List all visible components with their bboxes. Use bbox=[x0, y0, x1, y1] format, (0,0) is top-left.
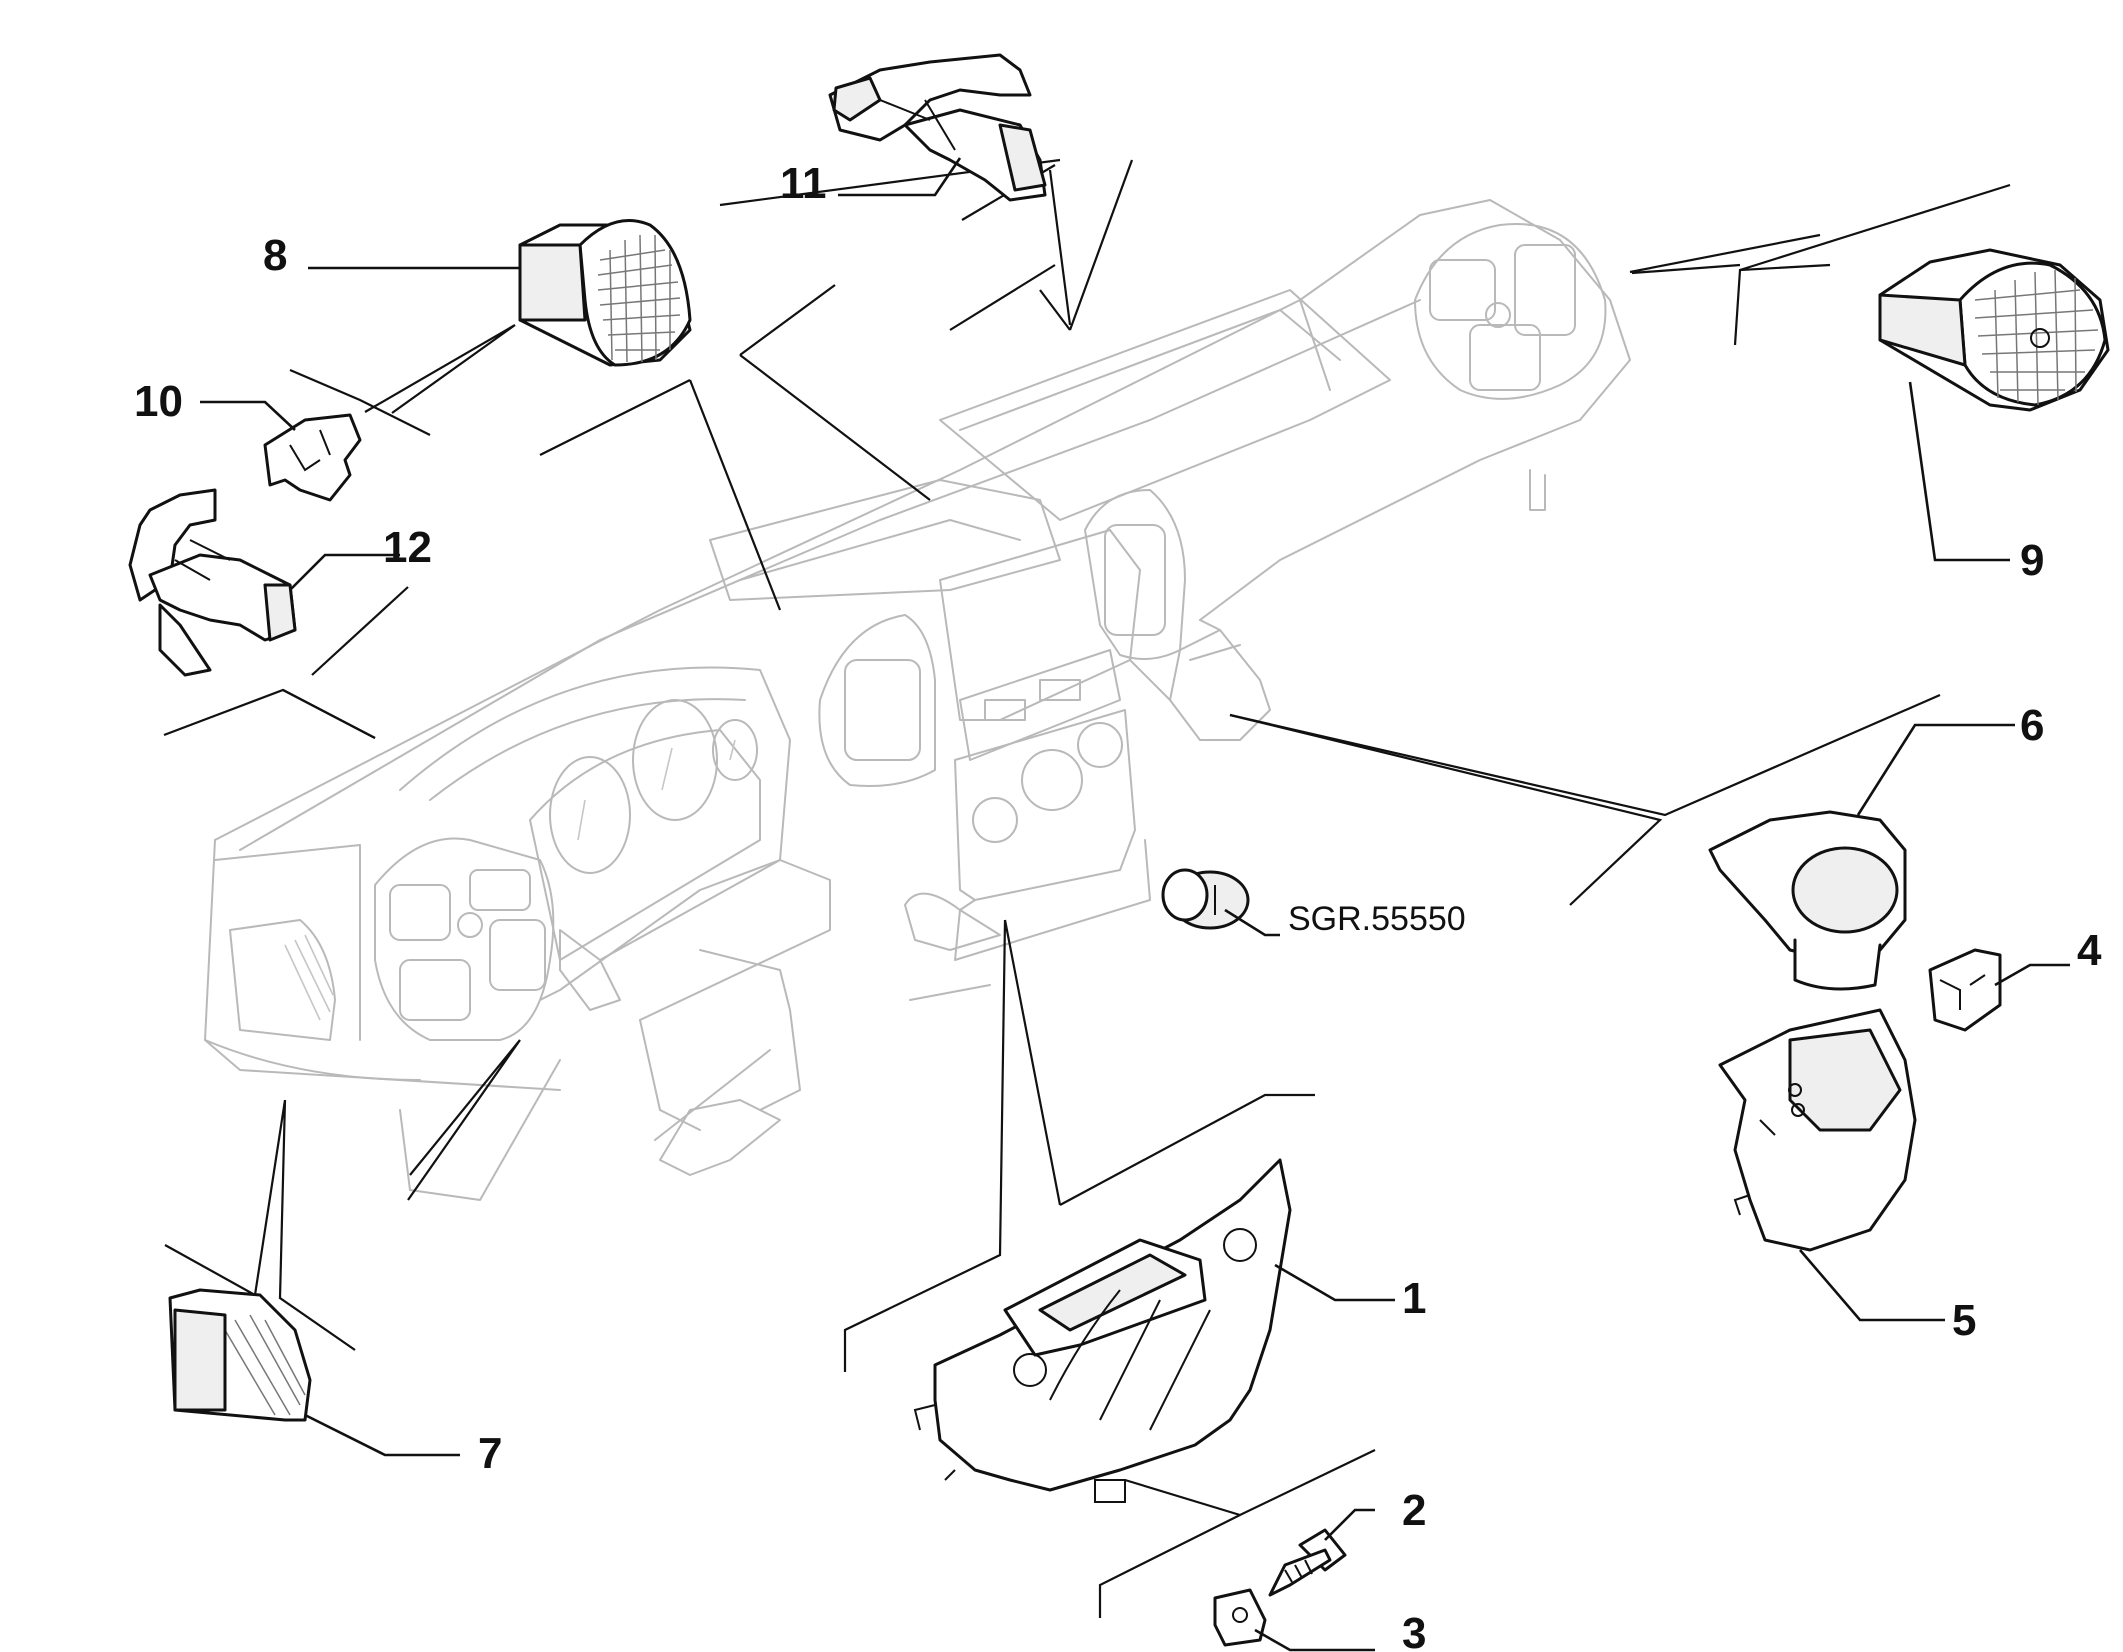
callout-3: 3 bbox=[1402, 1609, 1426, 1652]
leader-3 bbox=[1254, 1628, 1375, 1652]
projection-lines bbox=[163, 158, 2011, 1618]
grommet-sgr55550 bbox=[1161, 868, 1250, 930]
part-8-air-vent bbox=[518, 219, 692, 367]
reference-code: SGR.55550 bbox=[1288, 900, 1466, 938]
leader-6 bbox=[1856, 723, 2015, 816]
part-3-clip-nut bbox=[1213, 1588, 1267, 1647]
leader-sgr bbox=[1224, 908, 1280, 937]
callout-5: 5 bbox=[1952, 1296, 1976, 1345]
callout-11: 11 bbox=[780, 159, 827, 208]
callout-10: 10 bbox=[134, 377, 183, 426]
dashboard-outline bbox=[204, 199, 1631, 1201]
callout-labels: 11 8 10 12 9 6 4 5 1 2 3 7 SGR.55550 bbox=[134, 159, 2102, 1652]
part-9-air-vent bbox=[1878, 248, 2110, 412]
leader-4 bbox=[1994, 963, 2070, 987]
leader-5 bbox=[1799, 1249, 1945, 1322]
callout-6: 6 bbox=[2020, 701, 2044, 750]
part-7-side-grille bbox=[168, 1288, 312, 1422]
part-4-switch bbox=[1928, 948, 2002, 1032]
leader-9 bbox=[1908, 381, 2010, 562]
callout-1: 1 bbox=[1402, 1274, 1426, 1323]
part-11-air-duct bbox=[828, 53, 1047, 202]
part-12-air-duct bbox=[128, 488, 297, 677]
leader-lines bbox=[200, 157, 2070, 1652]
part-6-cup-holder bbox=[1708, 810, 1907, 991]
callout-7: 7 bbox=[478, 1429, 502, 1478]
part-1-lower-console bbox=[913, 1158, 1292, 1503]
part-2-screw bbox=[1268, 1528, 1347, 1597]
callout-8: 8 bbox=[263, 231, 287, 280]
callout-12: 12 bbox=[383, 523, 432, 572]
leader-1 bbox=[1274, 1263, 1395, 1302]
leader-10 bbox=[200, 400, 296, 431]
part-10-clip bbox=[263, 413, 362, 502]
callout-2: 2 bbox=[1402, 1486, 1426, 1535]
leader-11 bbox=[838, 157, 962, 197]
leader-12 bbox=[289, 553, 400, 591]
callout-9: 9 bbox=[2020, 536, 2044, 585]
callout-4: 4 bbox=[2077, 926, 2102, 975]
part-5-cup-holder-housing bbox=[1718, 1008, 1917, 1252]
leader-7 bbox=[304, 1413, 460, 1457]
leader-2 bbox=[1324, 1508, 1375, 1541]
